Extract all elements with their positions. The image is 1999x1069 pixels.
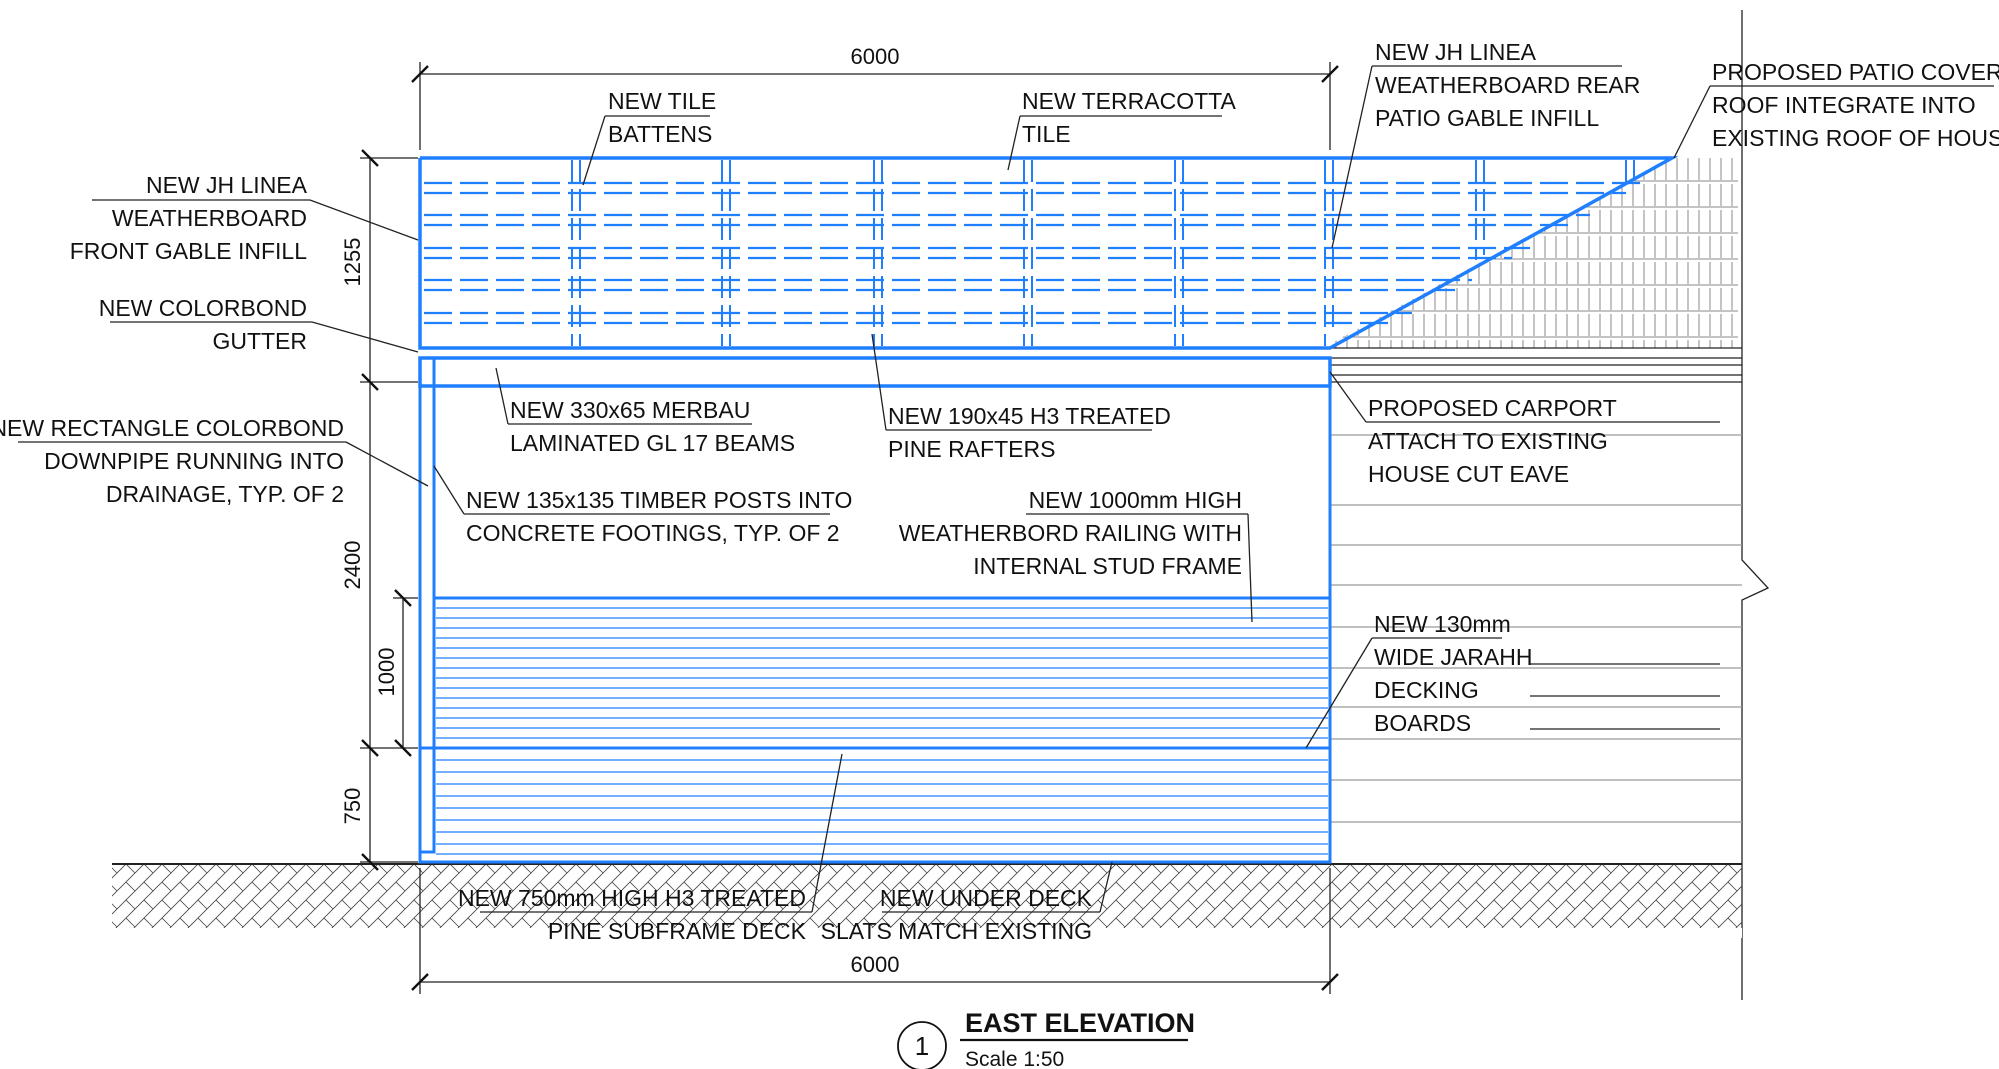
note-patio-cover-roof: PROPOSED PATIO COVER ROOF INTEGRATE INTO… xyxy=(1673,59,1999,159)
labels-downpipe-2-text: DRAINAGE, TYP. OF 2 xyxy=(106,481,344,507)
labels-rafters-0-text: NEW 190x45 H3 TREATED xyxy=(888,403,1171,429)
drawing-number-circle xyxy=(897,1021,947,1069)
labels-decking-1-text: WIDE JARAHH xyxy=(1374,644,1532,670)
ground xyxy=(112,863,1742,938)
existing-roof-tiles xyxy=(1328,158,1738,348)
dim-top-width-text: 6000 xyxy=(851,44,900,69)
left-post xyxy=(418,356,436,854)
labels-under-deck-0-text: NEW UNDER DECK xyxy=(880,885,1093,911)
dimension-vertical: 1255 2400 1000 750 xyxy=(340,149,418,871)
dim-bottom-width-text: 6000 xyxy=(851,952,900,977)
labels-rear-gable-infill-2-text: PATIO GABLE INFILL xyxy=(1375,105,1599,131)
dimension-bottom-width: 6000 xyxy=(411,868,1339,994)
note-gutter: NEW COLORBOND GUTTER xyxy=(99,295,419,354)
labels-subframe-0-text: NEW 750mm HIGH H3 TREATED xyxy=(458,885,806,911)
labels-front-gable-infill-0-text: NEW JH LINEA xyxy=(146,172,308,198)
drawing-number: 1 xyxy=(915,1031,929,1061)
labels-carport-1-text: ATTACH TO EXISTING xyxy=(1368,428,1608,454)
labels-patio-cover-roof-1-text: ROOF INTEGRATE INTO xyxy=(1712,92,1976,118)
labels-downpipe-0-text: NEW RECTANGLE COLORBOND xyxy=(0,415,344,441)
note-front-gable-infill: NEW JH LINEA WEATHERBOARD FRONT GABLE IN… xyxy=(70,172,419,264)
labels-terracotta-tile-0-text: NEW TERRACOTTA xyxy=(1022,88,1236,114)
dim-deck-height-text: 750 xyxy=(340,788,365,825)
labels-gutter-1-text: GUTTER xyxy=(212,328,307,354)
note-rear-gable-infill: NEW JH LINEA WEATHERBOARD REAR PATIO GAB… xyxy=(1331,39,1640,249)
note-railing: NEW 1000mm HIGH WEATHERBORD RAILING WITH… xyxy=(899,487,1253,623)
labels-posts-1-text: CONCRETE FOOTINGS, TYP. OF 2 xyxy=(466,520,840,546)
dim-railing-height-text: 1000 xyxy=(374,648,399,697)
gable-outline xyxy=(418,156,1679,350)
labels-terracotta-tile-1-text: TILE xyxy=(1022,121,1071,147)
labels-posts-0-text: NEW 135x135 TIMBER POSTS INTO xyxy=(466,487,852,513)
labels-rear-gable-infill-0-text: NEW JH LINEA xyxy=(1375,39,1537,65)
labels-front-gable-infill-1-text: WEATHERBOARD xyxy=(112,205,307,231)
note-rafters: NEW 190x45 H3 TREATED PINE RAFTERS xyxy=(871,333,1171,462)
labels-front-gable-infill-2-text: FRONT GABLE INFILL xyxy=(70,238,308,264)
note-subframe: NEW 750mm HIGH H3 TREATED PINE SUBFRAME … xyxy=(458,753,843,944)
note-carport: PROPOSED CARPORT ATTACH TO EXISTING HOUS… xyxy=(1329,371,1720,487)
labels-gutter-0-text: NEW COLORBOND xyxy=(99,295,307,321)
labels-tile-battens-0-text: NEW TILE xyxy=(608,88,716,114)
dim-post-height-text: 2400 xyxy=(340,541,365,590)
existing-weatherboard-lines xyxy=(1330,434,1742,823)
under-deck-slats xyxy=(436,759,1328,855)
note-tile-battens: NEW TILE BATTENS xyxy=(582,88,716,186)
note-posts: NEW 135x135 TIMBER POSTS INTO CONCRETE F… xyxy=(433,465,852,546)
dimensions: 6000 6000 1255 2400 xyxy=(340,44,1339,994)
note-decking: NEW 130mm WIDE JARAHH DECKING BOARDS xyxy=(1305,611,1720,749)
labels-carport-2-text: HOUSE CUT EAVE xyxy=(1368,461,1569,487)
annotations: NEW TILE BATTENS NEW TERRACOTTA TILE NEW… xyxy=(0,39,1999,944)
labels-downpipe-1-text: DOWNPIPE RUNNING INTO xyxy=(44,448,344,474)
labels-railing-0-text: NEW 1000mm HIGH xyxy=(1029,487,1242,513)
note-under-deck: NEW UNDER DECK SLATS MATCH EXISTING xyxy=(821,861,1113,944)
labels-patio-cover-roof-2-text: EXISTING ROOF OF HOUSE xyxy=(1712,125,1999,151)
labels-railing-2-text: INTERNAL STUD FRAME xyxy=(973,553,1242,579)
note-terracotta-tile: NEW TERRACOTTA TILE xyxy=(1007,88,1236,171)
note-beams: NEW 330x65 MERBAU LAMINATED GL 17 BEAMS xyxy=(495,367,795,456)
labels-decking-2-text: DECKING xyxy=(1374,677,1479,703)
labels-tile-battens-1-text: BATTENS xyxy=(608,121,712,147)
labels-decking-0-text: NEW 130mm xyxy=(1374,611,1511,637)
drawing-scale: Scale 1:50 xyxy=(965,1048,1064,1069)
house-break-line xyxy=(1741,10,1770,1000)
labels-rafters-1-text: PINE RAFTERS xyxy=(888,436,1055,462)
labels-carport-0-text: PROPOSED CARPORT xyxy=(1368,395,1617,421)
note-downpipe: NEW RECTANGLE COLORBOND DOWNPIPE RUNNING… xyxy=(0,415,429,507)
labels-beams-0-text: NEW 330x65 MERBAU xyxy=(510,397,750,423)
dimension-top-width: 6000 xyxy=(411,44,1339,150)
railing-boards xyxy=(436,607,1328,739)
labels-patio-cover-roof-0-text: PROPOSED PATIO COVER xyxy=(1712,59,1999,85)
drawing-title: EAST ELEVATION xyxy=(965,1008,1195,1038)
labels-under-deck-1-text: SLATS MATCH EXISTING xyxy=(821,918,1092,944)
subframe-deck xyxy=(418,746,1332,864)
labels-rear-gable-infill-1-text: WEATHERBOARD REAR xyxy=(1375,72,1640,98)
railing-frame xyxy=(432,596,1332,750)
ground-hatch xyxy=(112,864,1742,934)
rafter-lines xyxy=(571,160,1635,346)
labels-subframe-1-text: PINE SUBFRAME DECK xyxy=(548,918,807,944)
labels-railing-1-text: WEATHERBORD RAILING WITH xyxy=(899,520,1242,546)
drawing-title-block: 1 EAST ELEVATION Scale 1:50 xyxy=(897,1008,1195,1069)
labels-beams-1-text: LAMINATED GL 17 BEAMS xyxy=(510,430,795,456)
merbau-beam xyxy=(418,356,1332,388)
dim-gable-height-text: 1255 xyxy=(340,238,365,287)
labels-decking-3-text: BOARDS xyxy=(1374,710,1471,736)
